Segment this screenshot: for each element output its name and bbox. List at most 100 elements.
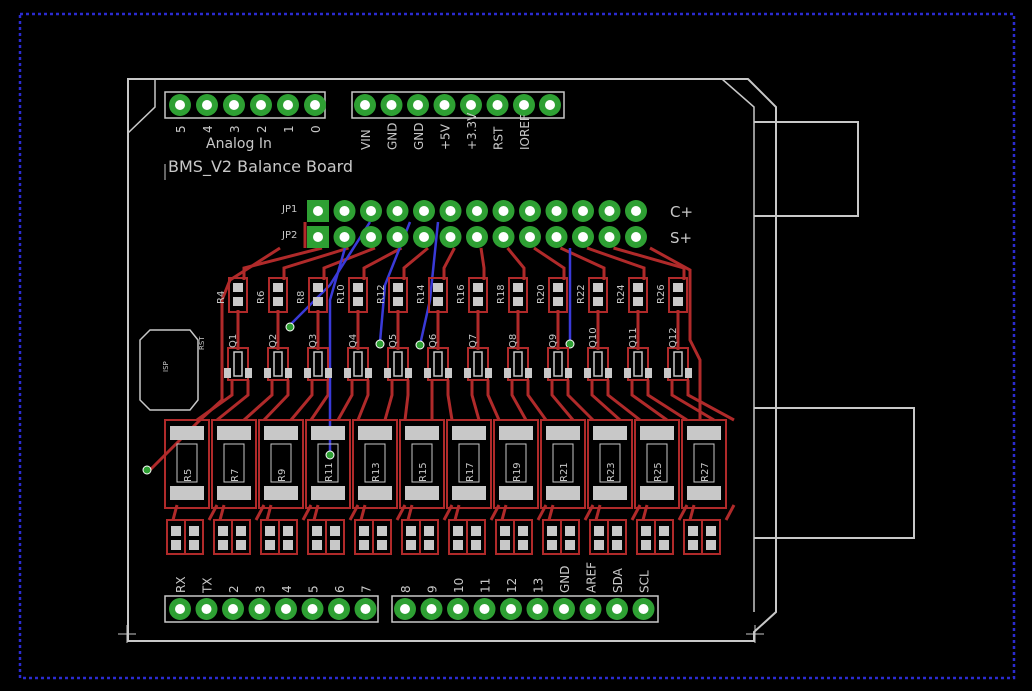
smd-pad [565,368,572,378]
smd-pad [594,526,604,536]
resistor-body [505,443,527,483]
pad-drill [201,604,212,614]
digital-high-header-housing [391,595,659,623]
pad-drill [479,604,490,614]
silk-label: 5 [174,125,188,133]
transistor-outline [667,347,689,381]
smd-pad [170,486,204,500]
silk-label: VIN [359,129,373,150]
smd-pad [285,368,292,378]
smd-pad [217,426,251,440]
smd-pad [330,526,340,536]
pad-drill [578,232,588,242]
silk-label: R5 [183,469,194,482]
pad-drill [307,604,318,614]
small-resistor-outline [668,277,688,313]
pad-drill [445,232,456,242]
pad-drill [281,604,291,614]
silk-label: R24 [616,284,627,304]
smd-pad [312,526,322,536]
silk-label: R25 [653,462,664,482]
pad-drill [631,232,641,242]
smd-pad [687,486,721,500]
silk-label: C+ [670,203,693,221]
smd-pad [358,426,392,440]
smd-pad [673,297,683,306]
smd-pad [518,526,528,536]
board-inner-corner [127,79,156,134]
silk-label: R14 [416,284,427,304]
power-resistor-outline [634,419,680,509]
transistor-body [673,351,683,377]
silk-label: Q6 [428,334,439,348]
smd-pad [612,540,622,550]
smd-pad [233,297,243,306]
pad-drill [419,232,429,242]
smd-pad [406,526,416,536]
smd-pad [218,540,228,550]
pad-drill [175,604,185,614]
resistor-body [223,443,245,483]
pad-drill [339,206,350,216]
smd-pad [264,368,271,378]
smd-pad [433,283,443,292]
power-resistor-outline [446,419,492,509]
transistor-body [633,351,643,377]
led-outline [513,519,533,555]
led-outline [231,519,251,555]
smd-pad [189,540,199,550]
small-resistor-outline [468,277,488,313]
small-resistor-outline [588,277,608,313]
smd-pad [641,526,651,536]
led-outline [325,519,345,555]
transistor-outline [427,347,449,381]
transistor-outline [307,347,329,381]
pad-drill [366,232,376,242]
smd-pad [499,426,533,440]
pad-drill [313,206,323,216]
copper-trace [533,246,595,521]
silk-label: 6 [333,585,347,593]
silk-label: R6 [256,291,267,304]
silk-label: GND [558,565,572,593]
silk-label: 0 [309,125,323,133]
pad-drill [229,100,239,110]
smd-pad [377,526,387,536]
smd-pad [471,540,481,550]
transistor-outline [387,347,409,381]
transistor-body [353,351,363,377]
via [285,322,295,332]
smd-pad [433,297,443,306]
smd-pad [593,426,627,440]
smd-pad [313,297,323,306]
smd-pad [688,526,698,536]
resistor-body [317,443,339,483]
led-outline [372,519,392,555]
small-resistor-outline [348,277,368,313]
silk-label: R12 [376,284,387,304]
smd-pad [659,540,669,550]
pad-drill [310,100,320,110]
smd-pad [353,297,363,306]
led-outline [278,519,298,555]
smd-pad [353,283,363,292]
smd-pad [464,368,471,378]
silk-label: 8 [399,585,413,593]
smd-pad [688,540,698,550]
smd-pad [547,526,557,536]
smd-pad [565,526,575,536]
power-resistor-outline [587,419,633,509]
power-resistor-outline [399,419,445,509]
smd-pad [605,368,612,378]
silk-label: R4 [216,291,227,304]
smd-pad [265,526,275,536]
pad-drill [413,100,423,110]
silk-label: Q4 [348,334,359,348]
silk-label: R26 [656,284,667,304]
pad-drill [532,604,543,614]
silk-label: R16 [456,284,467,304]
silk-label: JP1 [281,204,297,215]
silk-label: R10 [336,284,347,304]
copper-trace [312,246,403,521]
transistor-outline [507,347,529,381]
